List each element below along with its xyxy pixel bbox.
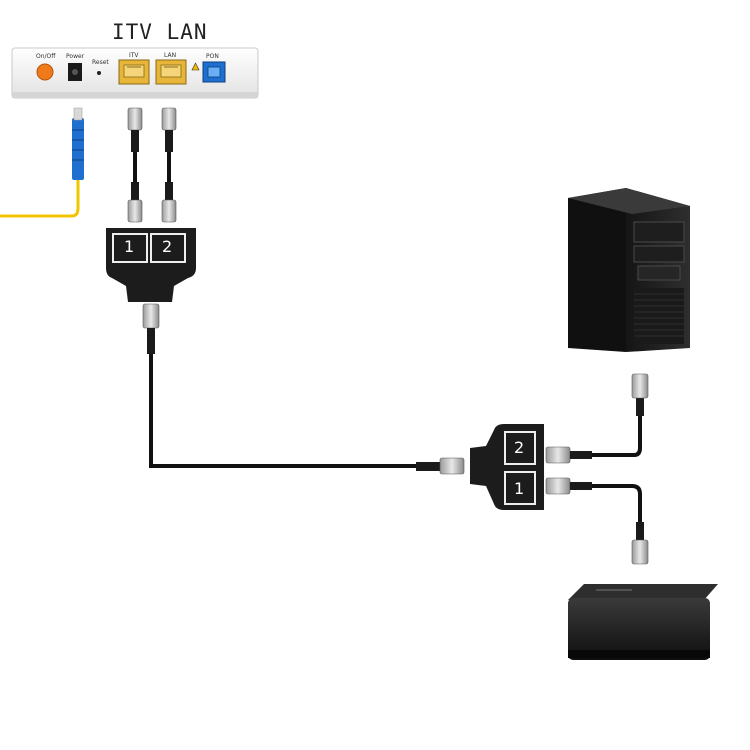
set-top-box-icon xyxy=(568,584,718,660)
desktop-tower-icon xyxy=(568,188,690,352)
splitter-top-icon xyxy=(106,228,196,302)
splitter-bottom-port2-label: 2 xyxy=(514,438,525,457)
router-label-onoff: On/Off xyxy=(36,53,56,60)
router-label-reset: Reset xyxy=(92,59,109,66)
splitter-top-port2-label: 2 xyxy=(162,237,173,256)
router-label-pon: PON xyxy=(206,53,219,60)
router-label-power: Power xyxy=(66,53,85,60)
laser-warning-icon xyxy=(191,62,200,71)
lan-port-icon xyxy=(155,59,187,85)
main-cable xyxy=(142,303,465,475)
pc-cable xyxy=(545,373,649,464)
fiber-cable xyxy=(0,107,84,218)
settop-cable xyxy=(545,477,649,565)
patch-cable-1 xyxy=(127,107,143,223)
router-label-itv: ITV xyxy=(129,52,139,59)
router-label-lan: LAN xyxy=(164,52,177,59)
splitter-top-port1-label: 1 xyxy=(124,237,135,256)
router-icon xyxy=(11,47,259,99)
power-button-icon xyxy=(36,63,54,81)
splitter-bottom-icon xyxy=(470,424,544,510)
reset-hole-icon xyxy=(97,71,101,75)
port-labels-title: ITV LAN xyxy=(112,20,208,44)
itv-port-icon xyxy=(118,59,150,85)
fiber-connector-icon xyxy=(72,107,84,180)
power-jack-icon xyxy=(68,63,82,81)
patch-cable-2 xyxy=(161,107,177,223)
splitter-bottom-port1-label: 1 xyxy=(514,479,525,498)
pon-port-icon xyxy=(202,61,226,83)
